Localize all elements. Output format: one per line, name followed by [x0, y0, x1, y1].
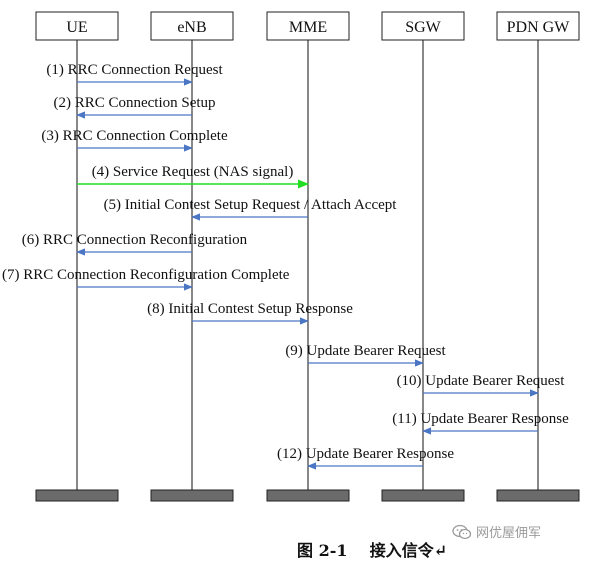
message-label-5: (5) Initial Contest Setup Request / Atta… — [104, 197, 398, 213]
entity-box-sgw — [381, 11, 465, 41]
entities: UE eNB MME SGW PDN GW — [35, 11, 580, 502]
message-label-11: (11) Update Bearer Response — [392, 411, 569, 427]
message-label-6: (6) RRC Connection Reconfiguration — [22, 232, 248, 248]
entity-box-ue — [35, 11, 119, 41]
foot-bar-sgw — [381, 489, 465, 502]
message-label-2: (2) RRC Connection Setup — [53, 95, 215, 111]
entity-label-mme: MME — [289, 19, 327, 36]
message-label-8: (8) Initial Contest Setup Response — [147, 301, 353, 317]
message-label-4: (4) Service Request (NAS signal) — [92, 164, 294, 180]
foot-bar-ue — [35, 489, 119, 502]
message-label-7: (7) RRC Connection Reconfiguration Compl… — [2, 267, 290, 283]
wechat-icon — [452, 524, 472, 539]
message-label-1: (1) RRC Connection Request — [46, 62, 223, 78]
message-label-9: (9) Update Bearer Request — [285, 343, 446, 359]
message-label-3: (3) RRC Connection Complete — [41, 128, 228, 144]
entity-box-mme — [266, 11, 350, 41]
foot-bar-mme — [266, 489, 350, 502]
message-label-12: (12) Update Bearer Response — [277, 446, 454, 462]
foot-bar-pdn-gw — [496, 489, 580, 502]
message-label-10: (10) Update Bearer Request — [397, 373, 566, 389]
foot-bar-enb — [150, 489, 234, 502]
figure-caption: 图 2-1 接入信令↵ — [297, 541, 448, 560]
entity-label-ue: UE — [66, 19, 87, 36]
entity-label-enb: eNB — [177, 19, 206, 36]
messages: (1) RRC Connection Request (2) RRC Connec… — [2, 62, 569, 470]
entity-box-enb — [150, 11, 234, 41]
watermark-text: 网优屋佣军 — [476, 526, 542, 541]
entity-label-pdn-gw: PDN GW — [507, 19, 571, 36]
entity-label-sgw: SGW — [405, 19, 441, 36]
entity-box-pdn-gw — [496, 11, 580, 41]
watermark: 网优屋佣军 — [452, 522, 541, 541]
